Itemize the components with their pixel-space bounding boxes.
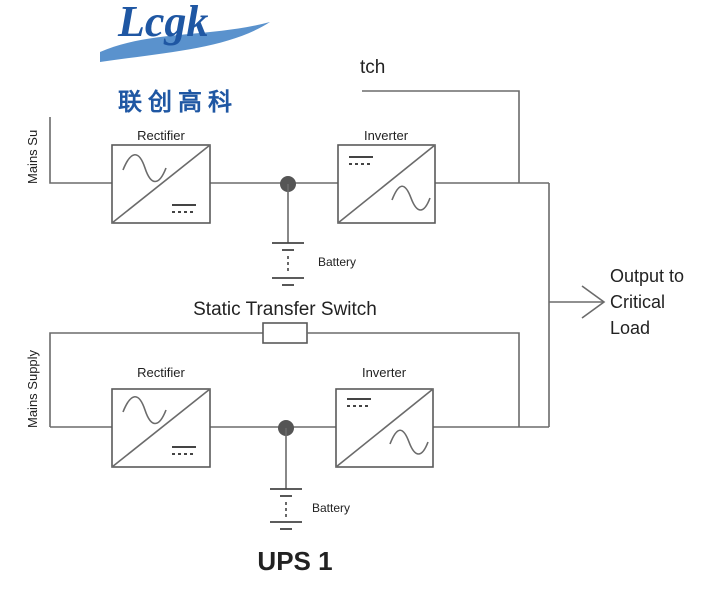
static-transfer-switch xyxy=(262,322,308,344)
output-label-line-1: Output to xyxy=(610,266,684,286)
top-battery-icon xyxy=(272,242,304,286)
output-bus: Output to Critical Load xyxy=(548,183,684,427)
static-transfer-switch-label: Static Transfer Switch xyxy=(193,299,377,320)
top-bypass-wire xyxy=(362,90,520,183)
logo-chinese-name: 联创高科 xyxy=(118,88,238,116)
bottom-rectifier-block xyxy=(111,388,211,468)
bottom-rectifier-label: Rectifier xyxy=(137,365,185,380)
output-label-line-2: Critical xyxy=(610,292,665,312)
top-mains-wire xyxy=(49,117,112,184)
top-rectifier-label: Rectifier xyxy=(137,128,185,143)
output-arrow-head-icon xyxy=(581,285,606,319)
ups-caption: UPS 1 xyxy=(257,546,332,576)
ac-wave-icon xyxy=(391,185,431,211)
company-logo: Lcgk 联创高科 xyxy=(100,0,270,116)
logo-swoosh xyxy=(100,22,270,62)
ac-wave-icon xyxy=(122,153,167,183)
top-inverter-label: Inverter xyxy=(364,128,409,143)
top-bypass-label: tch xyxy=(360,57,385,78)
top-battery-label: Battery xyxy=(318,255,356,269)
bottom-mains-input-label: Mains Supply xyxy=(25,349,40,428)
bottom-inverter-label: Inverter xyxy=(362,365,407,380)
logo-wordmark: Lcgk xyxy=(117,0,208,46)
ac-wave-icon xyxy=(389,429,429,455)
top-inverter-block xyxy=(337,144,436,224)
top-mains-input-label: Mains Su xyxy=(25,130,40,184)
bottom-bypass-wire-right xyxy=(307,332,520,427)
bottom-ups: Static Transfer Switch Mains Supply Rect… xyxy=(25,299,549,576)
top-rectifier-block xyxy=(111,144,211,224)
bottom-battery-label: Battery xyxy=(312,501,350,515)
top-ups: tch Mains Su Rectifier Inverter xyxy=(25,57,549,286)
ac-wave-icon xyxy=(122,395,167,425)
bottom-bypass-wire-left xyxy=(49,332,263,427)
output-label-line-3: Load xyxy=(610,318,650,338)
bottom-battery-icon xyxy=(270,488,302,530)
bottom-inverter-block xyxy=(335,388,434,468)
